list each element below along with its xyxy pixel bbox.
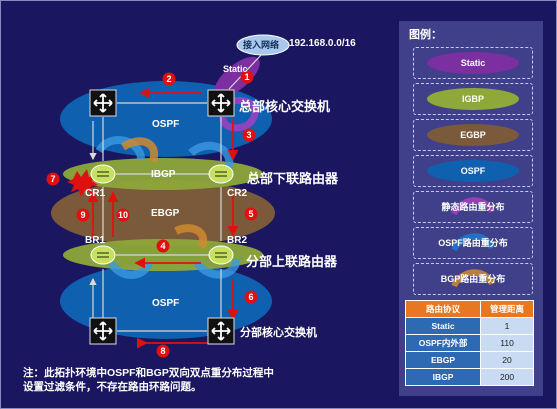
legend-item-label: BGP路由重分布 [440, 274, 506, 284]
svg-text:3: 3 [246, 130, 251, 140]
ebgp-region [51, 180, 275, 246]
router-cr2[interactable] [208, 164, 234, 184]
legend-title: 图例： [409, 29, 442, 41]
hq-switch-right[interactable] [207, 89, 235, 117]
legend-item-label: OSPF路由重分布 [438, 238, 508, 248]
access-network-label: 接入网络 [243, 40, 280, 50]
column-header-protocol: 路由协议 [404, 300, 482, 318]
legend-item-bgp-redistribution: BGP路由重分布 [413, 263, 533, 295]
legend-item-igbp: IGBP [413, 83, 533, 115]
legend-item-label: IGBP [461, 94, 484, 104]
svg-text:7: 7 [50, 174, 55, 184]
legend-item-ospf-redistribution: OSPF路由重分布 [413, 227, 533, 259]
svg-text:9: 9 [80, 210, 85, 220]
step-9: 9 [76, 208, 90, 222]
admin-distance-table: 路由协议 管理距离 Static 1 OSPF内外部 110 EBGP 20 I… [404, 300, 534, 386]
svg-text:1: 1 [244, 72, 249, 82]
legend-item-label: 静态路由重分布 [441, 202, 505, 212]
protocol-cell: OSPF内外部 [404, 334, 482, 352]
legend-item-static: Static [413, 47, 533, 79]
access-network-cloud[interactable] [236, 34, 290, 56]
svg-text:8: 8 [160, 346, 165, 356]
step-2: 2 [162, 72, 176, 86]
hq-switch-left[interactable] [89, 89, 117, 117]
cr1-label: CR1 [85, 188, 106, 199]
legend-item-label: Static [460, 58, 486, 68]
column-header-distance: 管理距离 [480, 300, 534, 318]
branch-core-switch-label: 分部核心交换机 [240, 327, 317, 339]
table-row: EBGP 20 [404, 351, 534, 369]
step-4: 4 [156, 239, 170, 253]
hq-lower-router-label: 总部下联路由器 [247, 171, 339, 186]
ospf-redistribution-swirl-bottom [107, 260, 153, 279]
ospf-top-label: OSPF [152, 119, 180, 130]
bgp-redistribution-swirl-right [174, 224, 207, 249]
ebgp-label: EBGP [151, 208, 180, 219]
static-region [214, 56, 260, 98]
legend-item-ospf: OSPF [413, 155, 533, 187]
distance-cell: 110 [480, 334, 534, 352]
access-network-prefix: 192.168.0.0/16 [289, 38, 356, 49]
branch-upper-router-label: 分部上联路由器 [246, 254, 338, 269]
table-row: Static 1 [404, 317, 534, 335]
protocol-cell: EBGP [404, 351, 482, 369]
hq-core-switch-label: 总部核心交换机 [239, 99, 331, 114]
footnote-line-1: 注：此拓扑环境中OSPF和BGP双向双点重分布过程中 [23, 367, 274, 379]
table-row: IBGP 200 [404, 368, 534, 386]
ibgp-label: IBGP [151, 169, 176, 180]
svg-text:5: 5 [248, 209, 253, 219]
footnote: 注：此拓扑环境中OSPF和BGP双向双点重分布过程中 设置过滤条件，不存在路由环… [23, 366, 323, 394]
static-label: Static [223, 64, 248, 74]
bgp-redistribution-swirl-left [120, 137, 159, 163]
svg-text:10: 10 [118, 210, 128, 220]
step-6: 6 [244, 290, 258, 304]
router-br2[interactable] [208, 245, 234, 265]
ospf-redistribution-swirl-top-right [188, 141, 234, 168]
legend-item-egbp: EGBP [413, 119, 533, 151]
step-1: 1 [240, 70, 254, 84]
svg-text:6: 6 [248, 292, 253, 302]
step-7: 7 [46, 172, 60, 186]
legend-item-static-redistribution: 静态路由重分布 [413, 191, 533, 223]
br2-label: BR2 [227, 235, 248, 246]
legend-item-label: OSPF [460, 166, 486, 176]
protocol-cell: IBGP [404, 368, 482, 386]
svg-text:4: 4 [160, 241, 165, 251]
legend-item-label: EGBP [460, 130, 486, 140]
loop-alert-burst [67, 169, 98, 197]
protocol-cell: Static [404, 317, 482, 335]
distance-cell: 200 [480, 368, 534, 386]
ospf-bottom-label: OSPF [152, 298, 180, 309]
table-row: OSPF内外部 110 [404, 334, 534, 352]
branch-switch-left[interactable] [89, 317, 117, 345]
branch-switch-right[interactable] [207, 317, 235, 345]
cr2-label: CR2 [227, 188, 248, 199]
distance-cell: 1 [480, 317, 534, 335]
footnote-line-2: 设置过滤条件，不存在路由环路问题。 [23, 381, 202, 393]
step-8: 8 [156, 344, 170, 358]
router-br1[interactable] [90, 245, 116, 265]
step-10: 10 [116, 208, 130, 222]
router-cr1[interactable] [90, 164, 116, 184]
distance-cell: 20 [480, 351, 534, 369]
step-3: 3 [242, 128, 256, 142]
step-5: 5 [244, 207, 258, 221]
table-header-row: 路由协议 管理距离 [404, 300, 534, 318]
svg-text:2: 2 [166, 74, 171, 84]
br1-label: BR1 [85, 235, 106, 246]
